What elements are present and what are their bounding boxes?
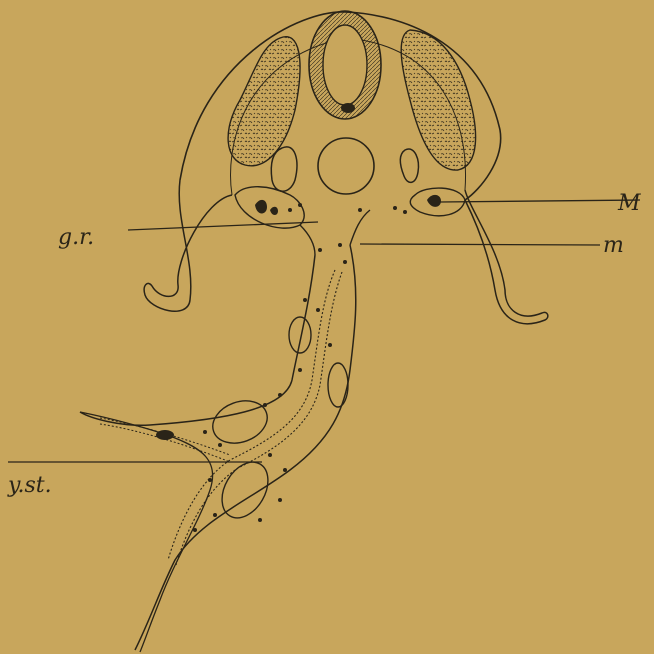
vessel-1 <box>289 317 311 353</box>
label-m: m <box>603 233 624 258</box>
left-fold <box>144 180 232 311</box>
right-nephric-body <box>427 195 441 207</box>
leader-gr <box>128 222 318 230</box>
label-M: M <box>617 191 641 216</box>
yolk-stalk-outer-left <box>80 255 315 425</box>
mesentery <box>300 210 370 255</box>
vessel-3 <box>207 394 273 451</box>
notochord <box>341 103 355 113</box>
yolk-duct-wall-a <box>168 270 335 560</box>
yolk-stalk-lower-left <box>80 412 213 652</box>
right-cardinal-vein <box>400 149 418 182</box>
cell-dots <box>193 203 407 532</box>
aorta <box>318 138 374 194</box>
left-somite <box>228 37 300 166</box>
left-mesonephros <box>235 187 304 228</box>
leader-m <box>360 244 600 245</box>
right-somite <box>401 30 475 170</box>
neural-tube-lumen <box>323 25 367 105</box>
label-yst: y.st. <box>7 473 52 498</box>
right-fold <box>465 190 548 324</box>
vessel-5 <box>156 430 174 440</box>
left-nephric-bodies <box>255 200 278 215</box>
vessel-2 <box>328 363 348 407</box>
left-cardinal-vein <box>271 147 297 191</box>
label-gr: g.r. <box>58 225 94 250</box>
yolk-stalk-outer-right <box>135 245 356 650</box>
